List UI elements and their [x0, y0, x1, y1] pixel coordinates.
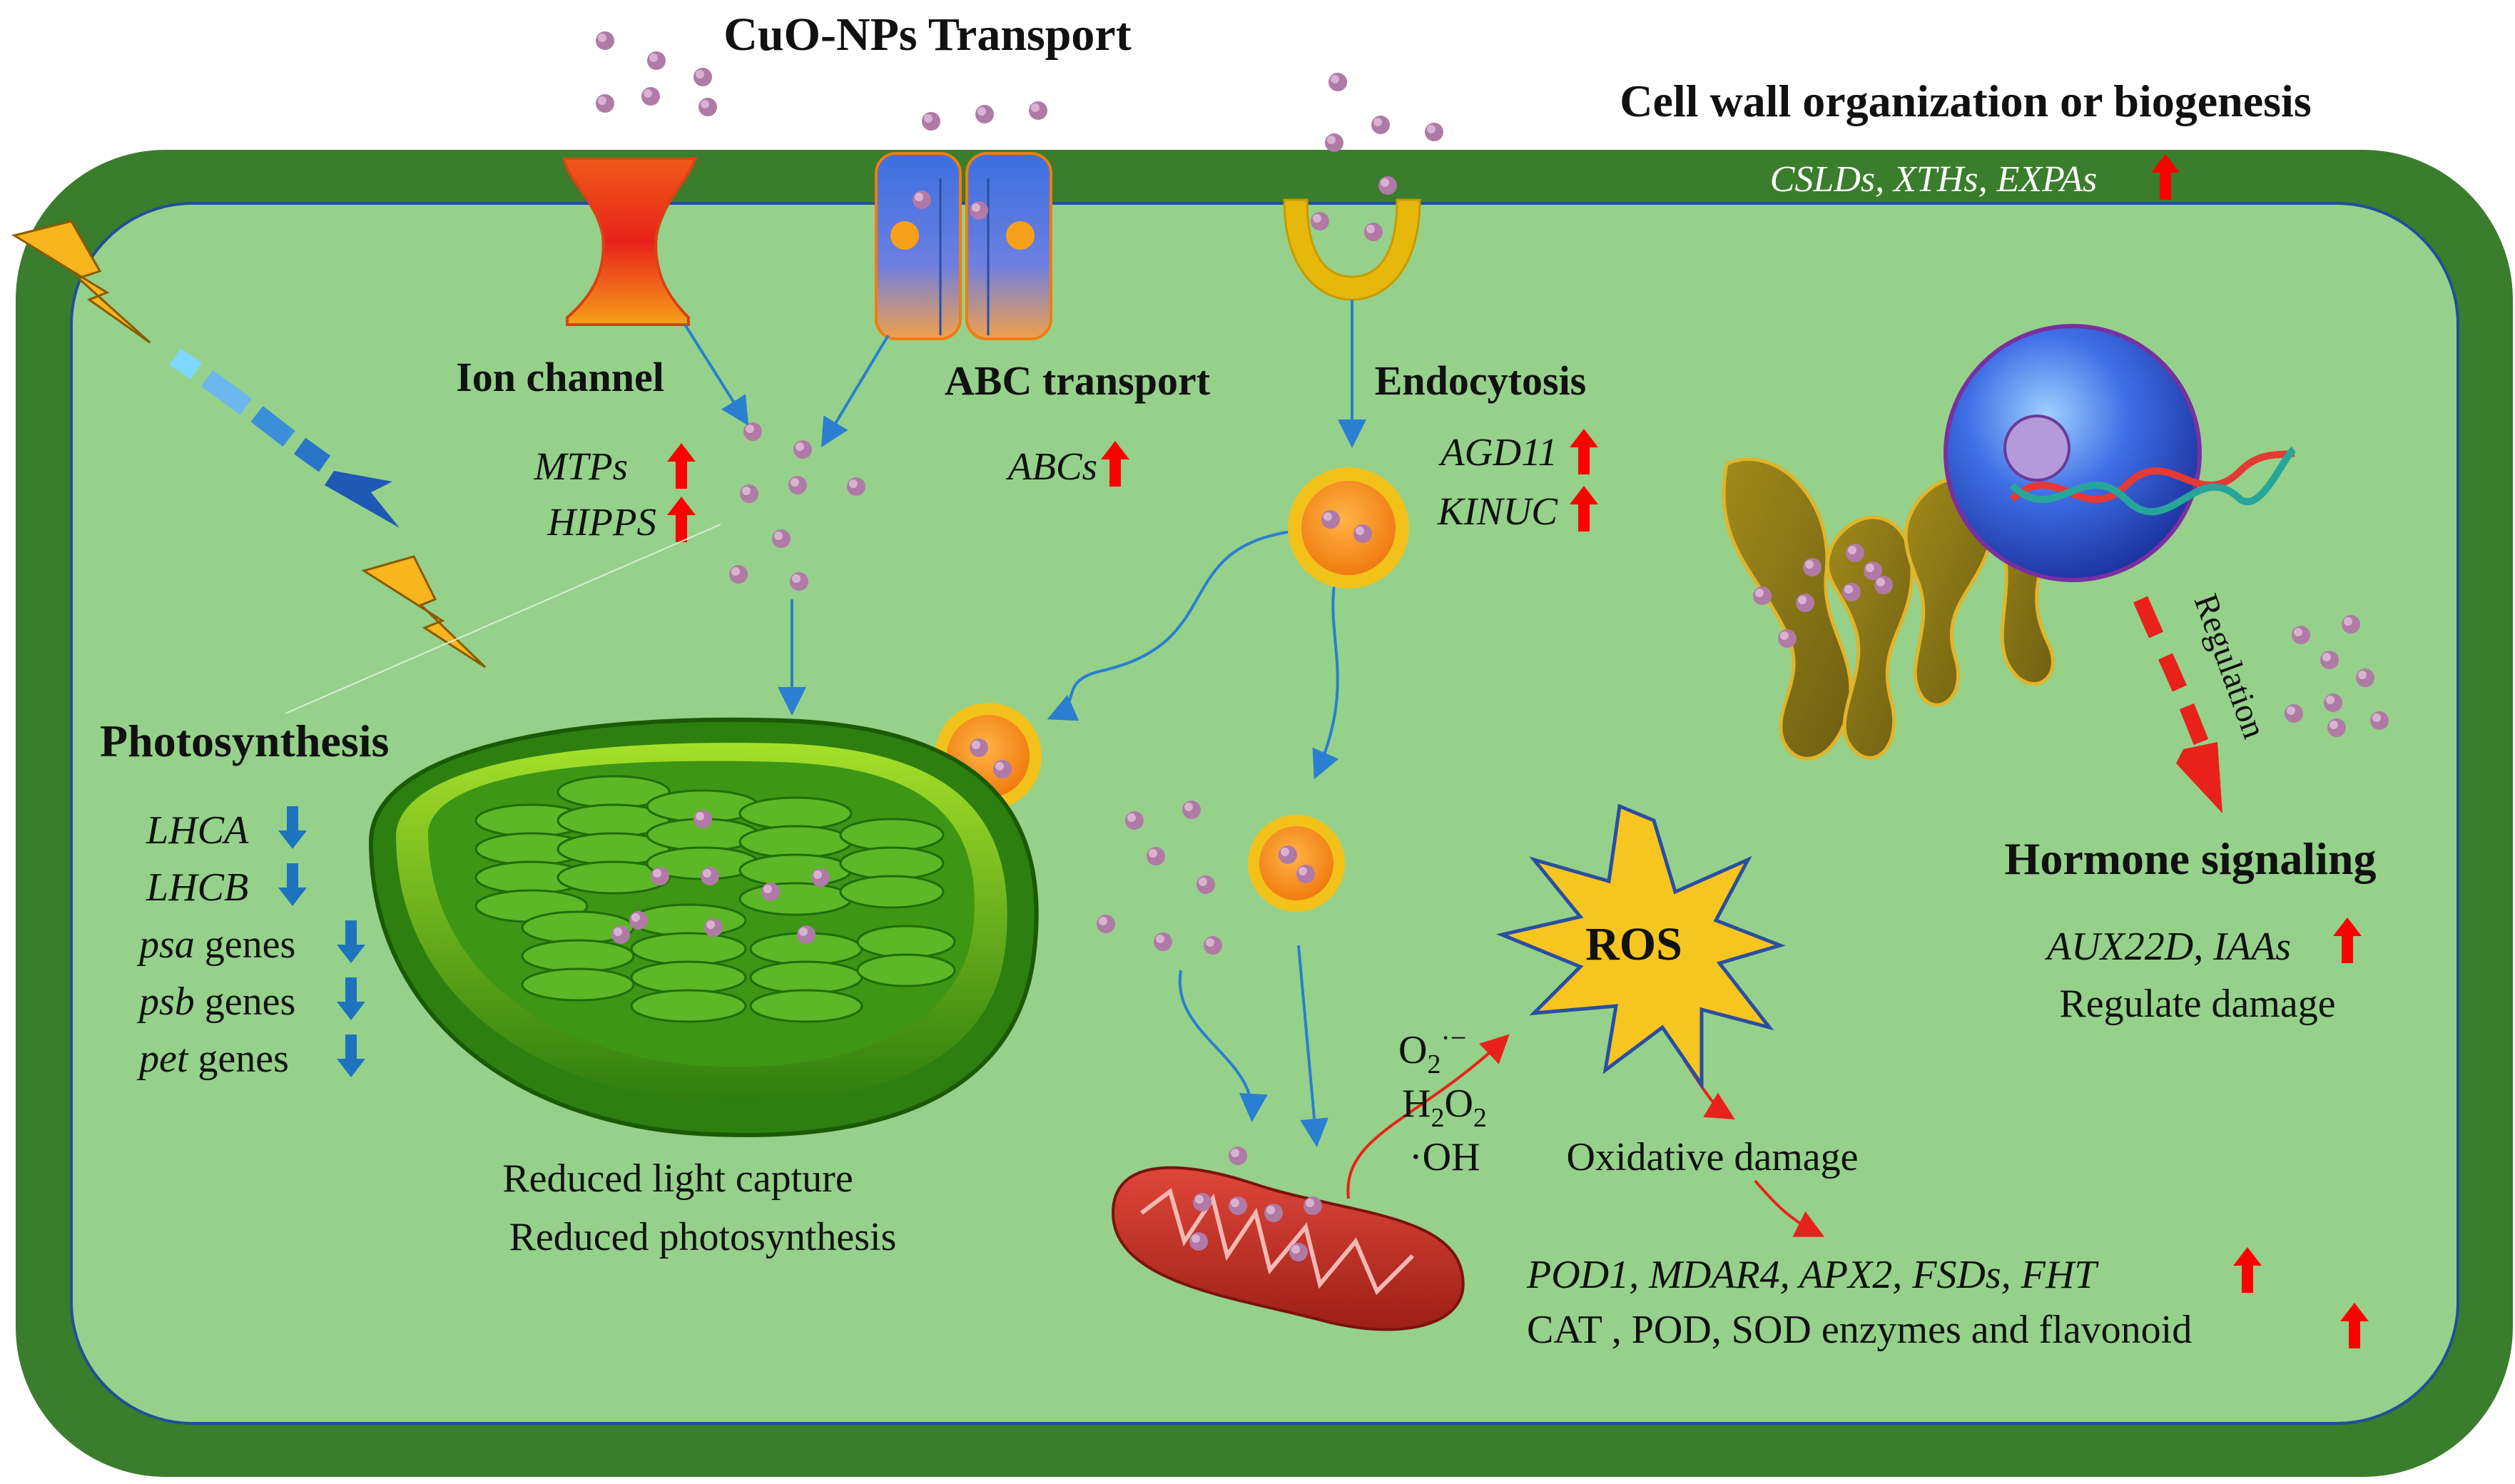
abc-transport-label: ABC transport	[945, 357, 1211, 404]
chloroplast	[368, 717, 1039, 1137]
transport-title: CuO-NPs Transport	[723, 9, 1131, 61]
light-ray-line	[285, 524, 721, 714]
endo-gene-kinuc: KINUC	[1437, 489, 1558, 533]
cell-wall-title: Cell wall organization or biogenesis	[1620, 76, 2311, 126]
ion-gene-hipps: HIPPS	[547, 500, 656, 544]
endocytosis-pit	[1283, 198, 1421, 301]
lightning-bolt-icon	[11, 220, 151, 344]
hormone-title: Hormone signaling	[2005, 833, 2377, 884]
ion-gene-mtps: MTPs	[534, 444, 628, 488]
vesicle	[1248, 815, 1345, 912]
antioxidant-enzymes: CAT , POD, SOD enzymes and flavonoid	[1527, 1308, 2192, 1352]
gene-lhcb: LHCB	[146, 865, 248, 910]
ion-channel-label: Ion channel	[456, 354, 664, 400]
gene-psb: psb genes	[136, 980, 295, 1024]
endocytic-vesicle	[1288, 467, 1409, 589]
effect-reduced-light: Reduced light capture	[502, 1157, 853, 1201]
hormone-genes: AUX22D, IAAs	[2044, 925, 2291, 969]
gene-pet: pet genes	[136, 1037, 289, 1081]
antioxidant-genes: POD1, MDAR4, APX2, FSDs, FHT	[1526, 1253, 2099, 1297]
endocytosis-label: Endocytosis	[1375, 357, 1587, 404]
hormone-note: Regulate damage	[2059, 982, 2335, 1026]
hydroxyl-radical: ·OH	[1409, 1135, 1480, 1179]
gene-lhca: LHCA	[146, 808, 249, 853]
hydrogen-peroxide: H2O2	[1402, 1082, 1487, 1133]
endo-gene-agd11: AGD11	[1438, 430, 1558, 474]
photosynthesis-title: Photosynthesis	[100, 716, 389, 766]
ion-channel-protein	[562, 157, 698, 326]
ros-burst	[1495, 803, 1786, 1091]
ros-label: ROS	[1585, 918, 1682, 970]
nucleus	[1944, 324, 2297, 582]
light-ray-arrow	[169, 348, 400, 528]
regulation-arrow	[2133, 596, 2222, 813]
photosynthesis-genes: LHCA LHCB psa genes psb genes pet genes	[136, 806, 365, 1081]
effect-reduced-photosynthesis: Reduced photosynthesis	[509, 1215, 897, 1259]
transport-arrows	[684, 300, 1366, 1147]
gene-psa: psa genes	[136, 923, 295, 967]
mitochondrion	[1111, 1166, 1465, 1331]
superoxide: O2·−	[1398, 1022, 1466, 1079]
cell-wall-genes: CSLDs, XTHs, EXPAs	[1770, 159, 2097, 200]
oxidative-damage: Oxidative damage	[1567, 1135, 1859, 1179]
abc-gene: ABCs	[1005, 444, 1097, 488]
abc-transporter-protein	[875, 152, 1052, 340]
